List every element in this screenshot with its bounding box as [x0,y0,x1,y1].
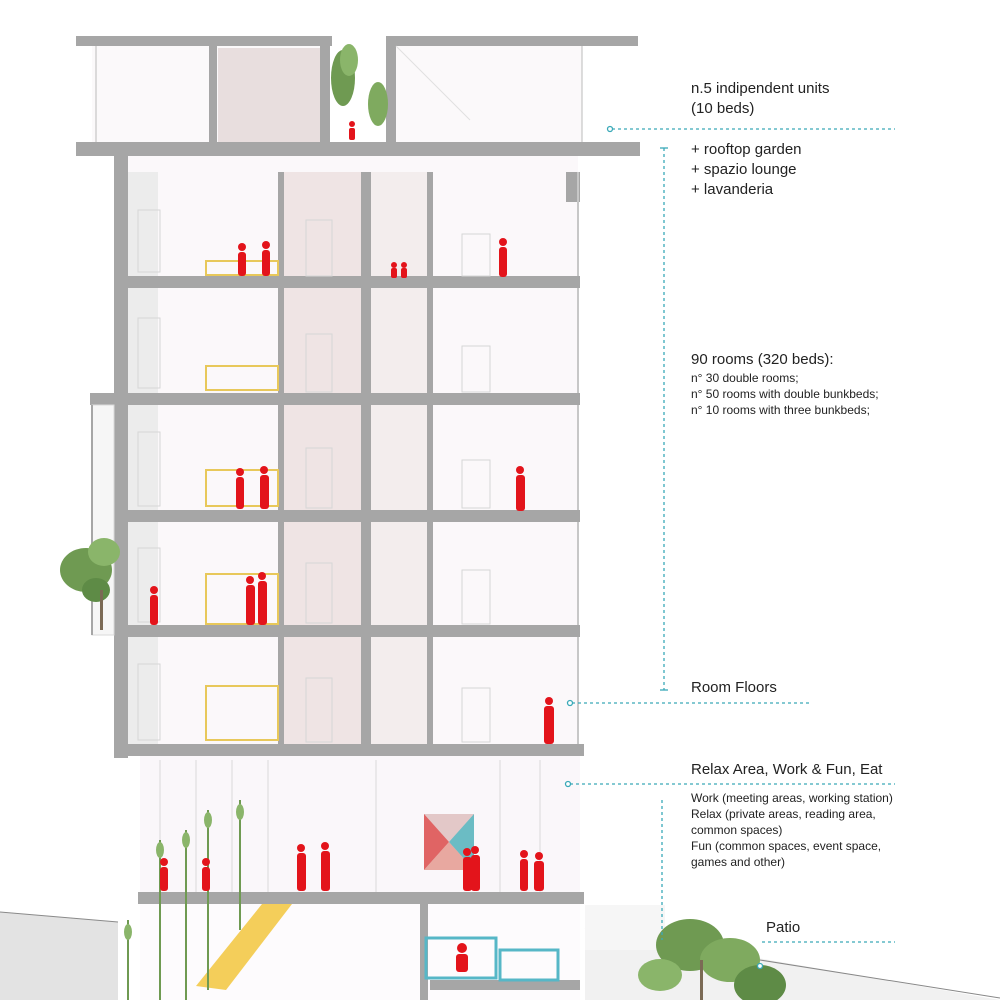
person-figure [516,466,525,511]
extras-item: + rooftop garden [691,141,802,158]
common-item: Work (meeting areas, working station) [691,791,893,805]
person-figure [401,262,407,278]
person-figure [262,241,270,276]
person-figure [349,121,355,140]
units-beds: (10 beds) [691,100,755,117]
person-figure [520,850,528,891]
room-floors-label: Room Floors [691,679,777,696]
person-figure [150,586,158,625]
common-item: Fun (common spaces, event space, [691,839,882,853]
leader-endpoints [564,125,764,970]
person-figure [238,243,246,276]
rooms-item: n° 50 rooms with double bunkbeds; [691,387,879,401]
units-title: n.5 indipendent units [691,80,830,97]
rooms-title: 90 rooms (320 beds): [691,351,834,368]
common-floors [124,756,584,1000]
rooftop-units [76,36,640,156]
rooftop-trees [331,44,388,126]
patio-label: Patio [766,919,801,936]
person-figure [456,943,468,972]
person-figure [499,238,507,277]
person-figure [246,576,255,625]
units-label: n.5 indipendent units (10 beds) [691,79,829,119]
person-figure [258,572,267,625]
person-figure [471,846,480,891]
person-figure [463,848,472,891]
common-item: games and other) [691,855,786,869]
rooms-block: 90 rooms (320 beds): n° 30 double rooms;… [691,350,879,418]
person-figure [544,697,554,744]
leader-lines [570,128,895,943]
extras-item: + lavanderia [691,181,774,198]
common-title: Relax Area, Work & Fun, Eat [691,761,883,778]
common-item: Relax (private areas, reading area, [691,807,876,821]
room-floors [90,156,584,758]
person-figure [297,844,306,891]
common-block: Relax Area, Work & Fun, Eat Work (meetin… [691,760,893,870]
people-figures [150,121,554,972]
person-figure [391,262,397,278]
person-figure [321,842,330,891]
rooms-item: n° 10 rooms with three bunkbeds; [691,403,870,417]
extras-item: + spazio lounge [691,161,797,178]
side-tree [60,538,120,630]
person-figure [160,858,168,891]
rooms-item: n° 30 double rooms; [691,371,799,385]
person-figure [236,468,244,509]
common-item: common spaces) [691,823,783,837]
patio-area [585,905,786,1000]
person-figure [260,466,269,509]
person-figure [202,858,210,891]
person-figure [534,852,544,891]
extras-list: + rooftop garden + spazio lounge + lavan… [691,140,802,200]
